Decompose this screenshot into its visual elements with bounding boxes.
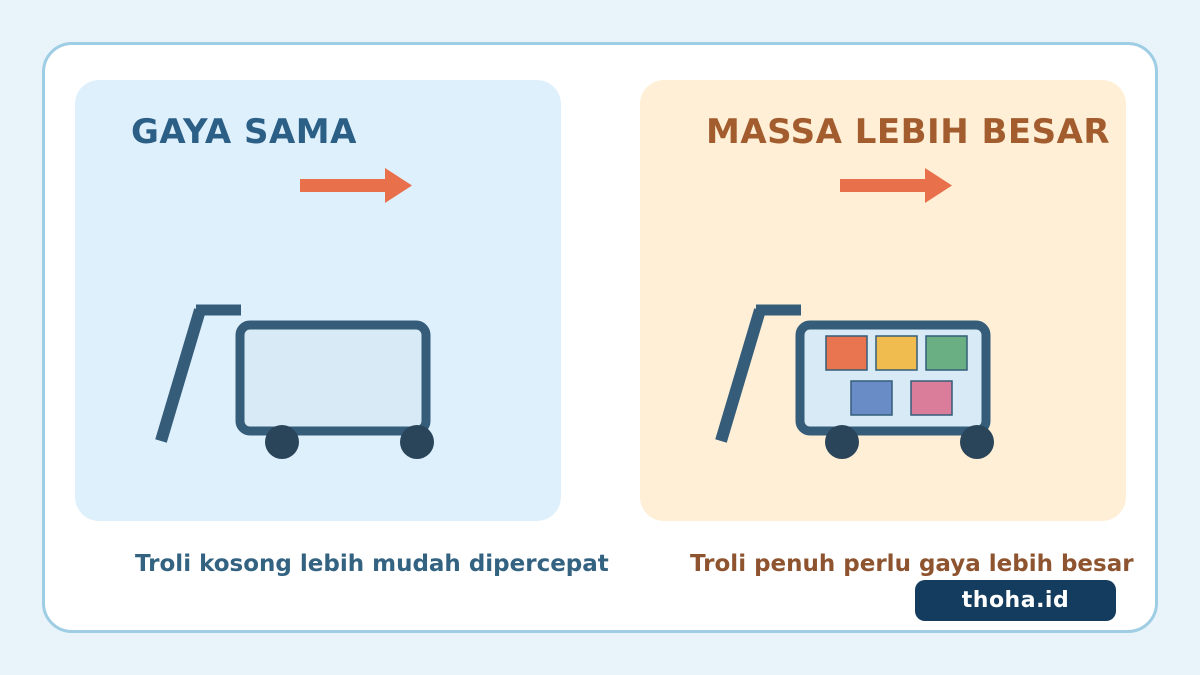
left-caption: Troli kosong lebih mudah dipercepat bbox=[135, 551, 609, 577]
right-panel-title: MASSA LEBIH BESAR bbox=[706, 112, 1111, 152]
box-green-icon bbox=[925, 335, 968, 371]
empty-cart-panel bbox=[75, 80, 561, 521]
box-yellow-icon bbox=[875, 335, 918, 371]
force-arrow-icon-right bbox=[840, 168, 952, 203]
force-arrow-icon-left bbox=[300, 168, 412, 203]
full-cart-panel bbox=[640, 80, 1126, 521]
wheel-icon bbox=[960, 425, 994, 459]
right-caption: Troli penuh perlu gaya lebih besar bbox=[690, 551, 1134, 577]
box-orange-icon bbox=[825, 335, 868, 371]
wheel-icon bbox=[825, 425, 859, 459]
watermark-badge: thoha.id bbox=[915, 580, 1116, 621]
wheel-icon bbox=[265, 425, 299, 459]
box-blue-icon bbox=[850, 380, 893, 416]
box-pink-icon bbox=[910, 380, 953, 416]
left-panel-title: GAYA SAMA bbox=[131, 112, 357, 152]
empty-trolley-icon bbox=[155, 304, 434, 459]
wheel-icon bbox=[400, 425, 434, 459]
loaded-trolley-icon bbox=[715, 304, 994, 459]
